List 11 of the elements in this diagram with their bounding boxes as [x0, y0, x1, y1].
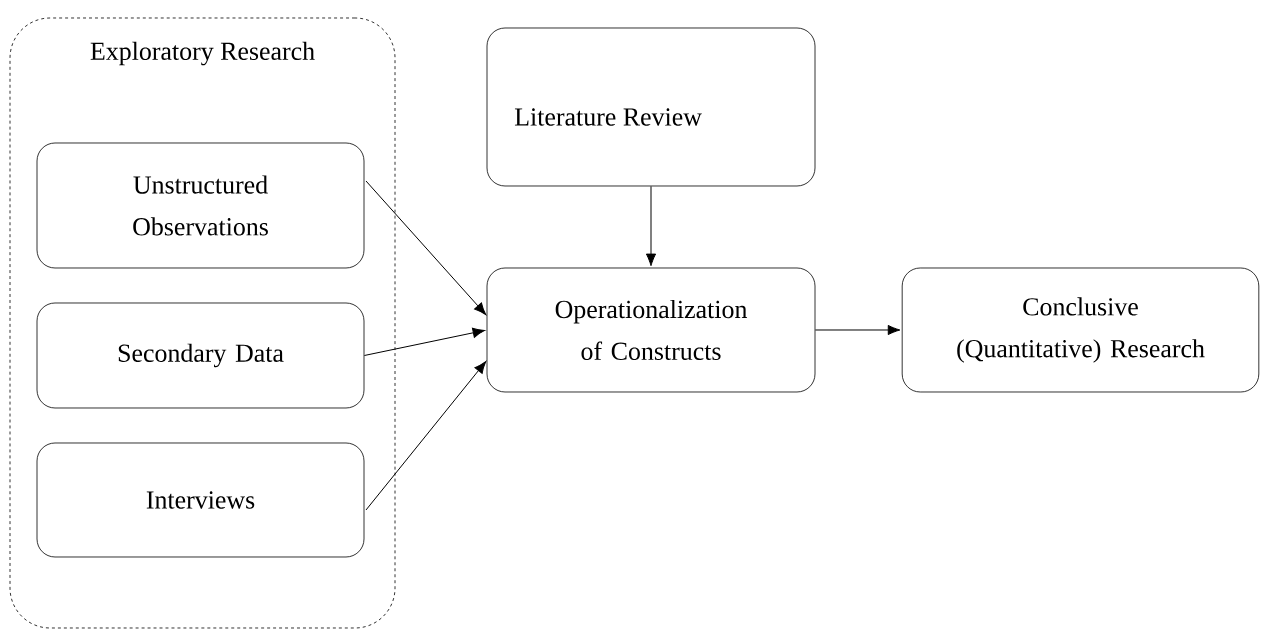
process-box: Unstructured Observations [36, 142, 365, 269]
process-box: Interviews [36, 442, 365, 558]
process-box: Secondary Data [36, 302, 365, 409]
arrow [365, 361, 487, 511]
process-box: Operationalization of Constructs [486, 267, 816, 393]
arrow [645, 185, 657, 267]
process-box: Conclusive (Quantitative) Research [901, 267, 1260, 393]
arrow [365, 180, 487, 316]
arrow [363, 327, 486, 356]
arrow [814, 324, 901, 336]
process-box: Literature Review [486, 27, 816, 187]
